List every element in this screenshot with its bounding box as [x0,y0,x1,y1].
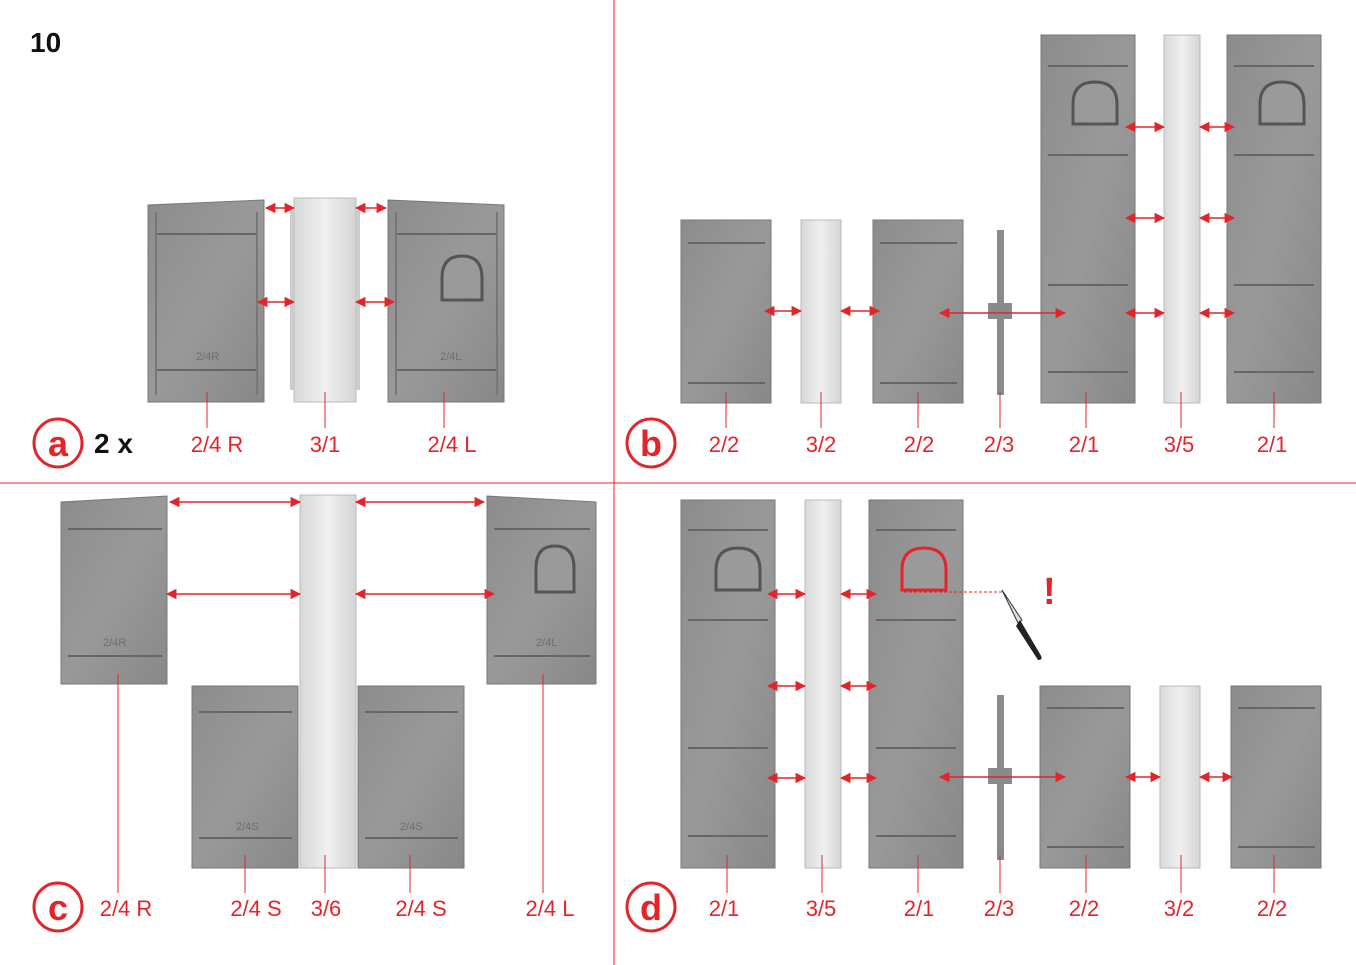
part-3-5-d [805,500,841,868]
svg-text:2/4L: 2/4L [440,351,461,363]
part-2-1-b-right [1227,35,1321,403]
label-c-0: 2/4 R [100,896,153,921]
label-a-2: 2/4 L [428,432,477,457]
label-d-2: 2/1 [904,896,935,921]
panel-a: 2/4R 2/4L a 2 x 2/4 R 3/1 2/4 L [34,198,504,467]
part-2-1-b-left [1041,35,1135,403]
part-2-4-L-c: 2/4L [487,496,596,684]
panel-c-badge: c [34,883,82,931]
part-2-1-d-left [681,500,775,868]
label-b-3: 2/3 [984,432,1015,457]
label-c-2: 3/6 [311,896,342,921]
panel-c: 2/4R 2/4S 2/4S 2/4L [34,495,596,931]
label-d-4: 2/2 [1069,896,1100,921]
label-d-0: 2/1 [709,896,740,921]
label-b-2: 2/2 [904,432,935,457]
part-2-2-b-left [681,220,771,403]
label-d-3: 2/3 [984,896,1015,921]
svg-text:2/4S: 2/4S [236,821,259,833]
warning-mark: ! [1043,571,1056,613]
label-c-3: 2/4 S [395,896,446,921]
label-b-5: 3/5 [1164,432,1195,457]
label-d-1: 3/5 [806,896,837,921]
label-b-6: 2/1 [1257,432,1288,457]
svg-text:a: a [48,423,69,464]
multiplier-label: 2 x [94,428,133,459]
part-2-4-R-c: 2/4R [61,496,167,684]
label-a-1: 3/1 [310,432,341,457]
part-3-2-b [801,220,841,403]
part-2-4-S-c-right: 2/4S [358,686,464,868]
svg-text:b: b [640,423,662,464]
label-d-5: 3/2 [1164,896,1195,921]
label-b-4: 2/1 [1069,432,1100,457]
panel-d-badge: d [627,883,675,931]
part-3-6-c [300,495,356,868]
part-2-1-d-right [869,500,963,868]
arched-window [442,256,482,300]
panel-a-badge: a [34,419,82,467]
panel-d: ! [627,500,1321,931]
svg-text:2/4R: 2/4R [196,351,219,363]
label-a-0: 2/4 R [191,432,244,457]
svg-text:d: d [640,887,662,928]
part-3-5-b [1164,35,1200,403]
svg-text:2/4L: 2/4L [536,637,557,649]
label-c-1: 2/4 S [230,896,281,921]
knife-icon [1002,590,1042,660]
svg-text:c: c [48,887,68,928]
part-2-4-R-a: 2/4R [148,200,264,402]
part-2-2-b-right [873,220,963,403]
label-c-4: 2/4 L [526,896,575,921]
part-2-2-d-right [1231,686,1321,868]
panel-b-badge: b [627,419,675,467]
label-b-1: 3/2 [806,432,837,457]
panel-b: b 2/2 3/2 2/2 2/3 2/1 3/5 2/1 [627,35,1321,467]
cut-window-outline [902,548,946,590]
label-d-6: 2/2 [1257,896,1288,921]
part-2-4-S-c-left: 2/4S [192,686,298,868]
step-number: 10 [30,27,61,58]
part-3-2-d [1160,686,1200,868]
part-3-1-a [290,198,360,402]
svg-text:2/4S: 2/4S [400,821,423,833]
label-b-0: 2/2 [709,432,740,457]
svg-text:2/4R: 2/4R [103,637,126,649]
part-2-4-L-a: 2/4L [388,200,504,402]
